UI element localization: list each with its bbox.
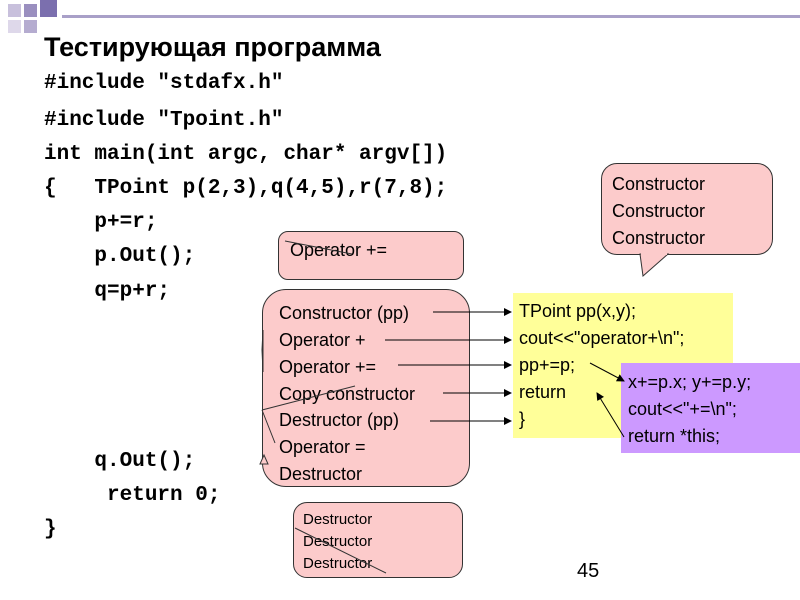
code-line: return 0; xyxy=(44,484,221,507)
code-line: q.Out(); xyxy=(44,450,196,473)
note-text: x+=p.x; y+=p.y; xyxy=(628,372,752,392)
deco-square xyxy=(8,20,21,33)
page-title: Тестирующая программа xyxy=(44,32,381,62)
callout-text: Constructor (pp) xyxy=(279,303,410,323)
deco-square xyxy=(24,20,37,33)
callout-text: Operator + xyxy=(279,330,366,350)
callout-text: Operator += xyxy=(290,240,388,260)
operator-pe-note xyxy=(621,363,800,453)
callout-text: Constructor xyxy=(612,201,706,221)
constructors-callout xyxy=(601,163,773,255)
code-line: } xyxy=(44,518,57,541)
header-decoration xyxy=(0,0,800,40)
code-line: { TPoint p(2,3),q(4,5),r(7,8); xyxy=(44,177,448,200)
bubble-tail xyxy=(639,253,670,277)
deco-square xyxy=(40,0,57,17)
note-text: cout<<"+=\n"; xyxy=(628,399,737,419)
header-line xyxy=(62,15,800,18)
code-line: #include "Tpoint.h" xyxy=(44,109,284,132)
callout-text: Destructor xyxy=(303,533,373,550)
operator-pe-callout xyxy=(278,231,464,280)
deco-square xyxy=(8,4,21,17)
page-number: 45 xyxy=(577,560,600,582)
code-line: #include "stdafx.h" xyxy=(44,72,284,95)
callout-text: Destructor xyxy=(303,511,373,528)
note-text: pp+=p; xyxy=(519,355,576,375)
note-text: } xyxy=(519,409,526,429)
callout-text: Operator = xyxy=(279,437,366,457)
code-line: int main(int argc, char* argv[]) xyxy=(44,143,448,166)
callout-text: Destructor (pp) xyxy=(279,410,400,430)
note-text: return *this; xyxy=(628,426,721,446)
code-line: p.Out(); xyxy=(44,245,196,268)
note-text: TPoint pp(x,y); xyxy=(519,301,637,321)
callout-text: Copy constructor xyxy=(279,384,416,404)
callout-text: Constructor xyxy=(612,228,706,248)
code-line: q=p+r; xyxy=(44,280,171,303)
callout-text: Destructor xyxy=(279,464,363,484)
deco-square xyxy=(24,4,37,17)
callout-text: Constructor xyxy=(612,174,706,194)
note-text: return xyxy=(519,382,567,402)
note-text: cout<<"operator+\n"; xyxy=(519,328,685,348)
callout-text: Operator += xyxy=(279,357,377,377)
callout-text: Destructor xyxy=(303,555,373,572)
code-line: p+=r; xyxy=(44,211,158,234)
